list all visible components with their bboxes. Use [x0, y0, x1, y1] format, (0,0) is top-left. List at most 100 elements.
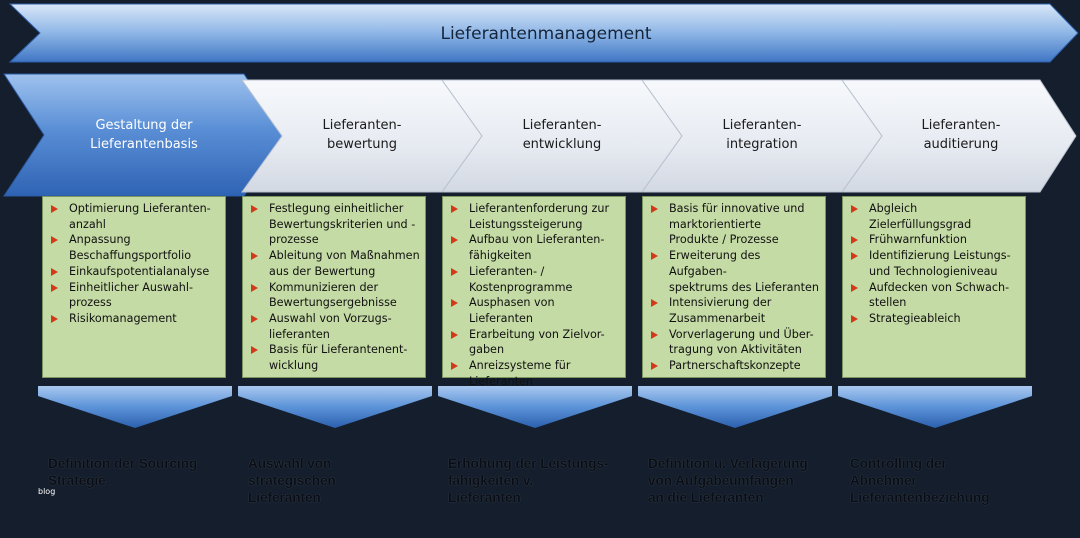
bullet-text: Strategieableich	[869, 311, 961, 325]
bullet-text: Festlegung einheitlicher Bewertungskrite…	[269, 202, 416, 247]
bullet-arrow-icon	[451, 330, 458, 339]
bullet-item: Frühwarnfunktion	[851, 232, 1021, 248]
bullet-text: Erarbeitung von Zielvor- gaben	[469, 327, 605, 357]
bullet-text: Einkaufspotentialanalyse	[69, 264, 210, 278]
phase-label-3: Lieferanten- entwicklung	[522, 118, 602, 152]
phase-label-4: Lieferanten- integration	[722, 118, 802, 152]
bullet-item: Einkaufspotentialanalyse	[51, 264, 221, 280]
down-arrow-5	[838, 386, 1032, 428]
bullet-item: Identifizierung Leistungs- und Technolog…	[851, 248, 1021, 279]
bullet-arrow-icon	[251, 314, 258, 323]
bullet-item: Basis für Lieferantenent- wicklung	[251, 342, 421, 373]
bullet-item: Auswahl von Vorzugs- lieferanten	[251, 311, 421, 342]
bullet-item: Ableitung von Maßnahmen aus der Bewertun…	[251, 248, 421, 279]
bullet-text: Vorverlagerung und Über- tragung von Akt…	[669, 327, 814, 357]
bullet-item: Lieferantenforderung zur Leistungssteige…	[451, 201, 621, 232]
bullet-arrow-icon	[51, 267, 58, 276]
bullet-item: Lieferanten- / Kostenprogramme	[451, 264, 621, 295]
bullet-arrow-icon	[651, 299, 658, 308]
outcome-label-4: Definition u. Verlagerung von Aufgabeumf…	[648, 456, 808, 505]
bullet-text: Partnerschaftskonzepte	[669, 359, 801, 373]
outcome-label-2: Auswahl von strategischen Lieferanten	[248, 456, 336, 505]
bullet-arrow-icon	[251, 252, 258, 261]
bullet-arrow-icon	[851, 314, 858, 323]
bullet-text: Optimierung Lieferanten- anzahl	[69, 202, 211, 231]
bullet-item: Erarbeitung von Zielvor- gaben	[451, 327, 621, 358]
bullet-box-4: Basis für innovative und marktorientiert…	[642, 196, 826, 378]
bullet-item: Ausphasen von Lieferanten	[451, 295, 621, 326]
bullet-arrow-icon	[251, 283, 258, 292]
outcome-label-3: Erhöhung der Leistungs- fähigkeiten v. L…	[448, 456, 609, 505]
bullet-item: Festlegung einheitlicher Bewertungskrite…	[251, 201, 421, 248]
bullet-text: Abgleich Zielerfüllungsgrad	[869, 202, 972, 231]
bullet-arrow-icon	[451, 205, 458, 213]
phase-chevron-5	[841, 79, 1077, 193]
bullet-arrow-icon	[251, 205, 258, 213]
bullet-item: Aufdecken von Schwach- stellen	[851, 280, 1021, 311]
bullet-arrow-icon	[851, 205, 858, 213]
bullet-arrow-icon	[451, 236, 458, 245]
down-arrow-3	[438, 386, 632, 428]
bullet-item: Erweiterung des Aufgaben- spektrums des …	[651, 248, 821, 295]
bullet-box-5: Abgleich Zielerfüllungsgrad Frühwarnfunk…	[842, 196, 1026, 378]
bullet-text: Anpassung Beschaffungsportfolio	[69, 233, 192, 263]
bullet-arrow-icon	[51, 283, 58, 292]
bullet-box-3: Lieferantenforderung zur Leistungssteige…	[442, 196, 626, 388]
outcome-label-5: Controlling der Abnehmer Lieferantenbezi…	[850, 456, 990, 505]
bullet-text: Risikomanagement	[69, 311, 177, 325]
bullet-arrow-icon	[651, 252, 658, 261]
bullet-text: Anreizsysteme für Lieferanten	[469, 359, 571, 388]
bullet-arrow-icon	[451, 362, 458, 371]
bullet-arrow-icon	[51, 205, 58, 213]
bullet-item: Intensivierung der Zusammenarbeit	[651, 295, 821, 326]
down-arrow-1	[38, 386, 232, 428]
bullet-item: Strategieableich	[851, 311, 1021, 327]
banner-title: Lieferantenmanagement	[440, 24, 652, 44]
bullet-arrow-icon	[51, 314, 58, 323]
bullet-arrow-icon	[651, 330, 658, 339]
bullet-text: Aufdecken von Schwach- stellen	[869, 280, 1010, 310]
banner-chevron	[8, 3, 1079, 63]
bullet-text: Kommunizieren der Bewertungsergebnisse	[269, 280, 397, 310]
down-arrow-4	[638, 386, 832, 428]
bullet-text: Ableitung von Maßnahmen aus der Bewertun…	[269, 249, 420, 278]
bullet-item: Aufbau von Lieferanten- fähigkeiten	[451, 232, 621, 263]
bullet-item: Einheitlicher Auswahl- prozess	[51, 280, 221, 311]
watermark-text: blog	[38, 487, 56, 496]
bullet-arrow-icon	[651, 205, 658, 213]
phase-label-2: Lieferanten- bewertung	[322, 118, 402, 152]
bullet-text: Aufbau von Lieferanten- fähigkeiten	[469, 233, 605, 263]
bullet-item: Basis für innovative und marktorientiert…	[651, 201, 821, 248]
bullet-arrow-icon	[451, 299, 458, 308]
bullet-text: Basis für innovative und marktorientiert…	[669, 202, 805, 247]
bullet-arrow-icon	[251, 346, 258, 355]
down-arrow-2	[238, 386, 432, 428]
bullet-arrow-icon	[851, 236, 858, 245]
bullet-arrow-icon	[651, 362, 658, 371]
bullet-box-1: Optimierung Lieferanten- anzahl Anpassun…	[42, 196, 226, 378]
bullet-text: Lieferanten- / Kostenprogramme	[469, 264, 573, 294]
bullet-arrow-icon	[451, 267, 458, 276]
bullet-text: Einheitlicher Auswahl- prozess	[69, 280, 194, 310]
bullet-text: Basis für Lieferantenent- wicklung	[269, 343, 408, 373]
bullet-item: Optimierung Lieferanten- anzahl	[51, 201, 221, 232]
bullet-item: Risikomanagement	[51, 311, 221, 327]
bullet-text: Identifizierung Leistungs- und Technolog…	[869, 249, 1011, 278]
bullet-text: Frühwarnfunktion	[869, 233, 967, 247]
bullet-arrow-icon	[851, 283, 858, 292]
bullet-arrow-icon	[851, 252, 858, 261]
outcome-label-1: Definition der Sourcing Strategie	[48, 456, 198, 488]
bullet-item: Anpassung Beschaffungsportfolio	[51, 232, 221, 263]
bullet-item: Partnerschaftskonzepte	[651, 358, 821, 374]
bullet-item: Kommunizieren der Bewertungsergebnisse	[251, 280, 421, 311]
bullet-item: Abgleich Zielerfüllungsgrad	[851, 201, 1021, 232]
bullet-item: Anreizsysteme für Lieferanten	[451, 358, 621, 389]
bullet-text: Lieferantenforderung zur Leistungssteige…	[469, 202, 610, 231]
bullet-text: Ausphasen von Lieferanten	[469, 296, 555, 325]
phase-label-1: Gestaltung der Lieferantenbasis	[90, 118, 198, 152]
bullet-box-2: Festlegung einheitlicher Bewertungskrite…	[242, 196, 426, 378]
bullet-arrow-icon	[51, 236, 58, 245]
bullet-item: Vorverlagerung und Über- tragung von Akt…	[651, 327, 821, 358]
